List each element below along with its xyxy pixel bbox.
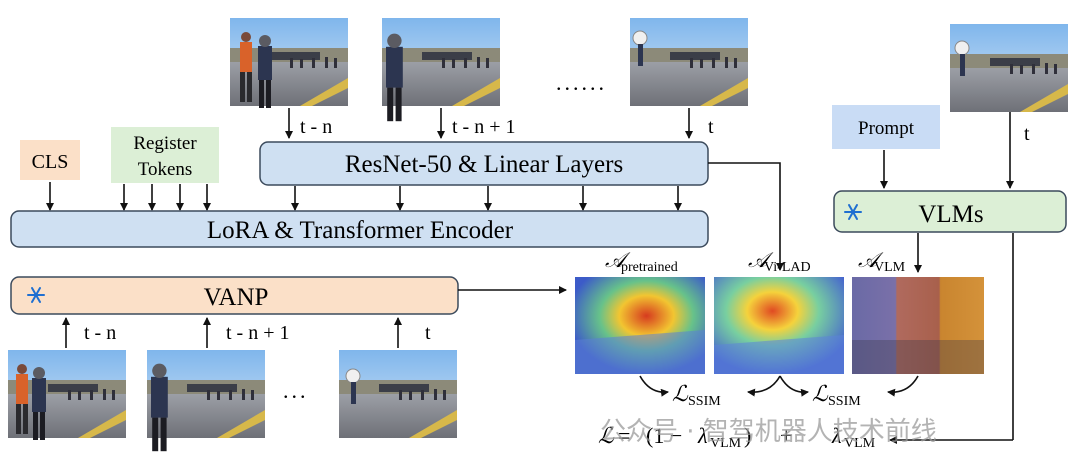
prompt-box: [832, 105, 940, 149]
svg-text:SSIM: SSIM: [688, 394, 721, 409]
cls-box: [20, 140, 80, 180]
prompt-label: Prompt: [858, 118, 915, 139]
register-tokens-line2: Tokens: [138, 159, 193, 180]
attention-map-pretrained: [575, 277, 705, 374]
top-frame-1: [230, 18, 348, 108]
top-dots: ......: [556, 70, 607, 95]
svg-text:): ): [744, 423, 751, 448]
svg-text:(1 −: (1 −: [646, 423, 682, 448]
watermark-text: 公众号 · 智驾机器人技术前线: [600, 417, 937, 447]
svg-text:VLM: VLM: [710, 436, 742, 451]
vanp-snowflake-icon: [27, 287, 45, 303]
register-tokens-line1: Register: [133, 133, 197, 154]
svg-text:VLM: VLM: [844, 436, 876, 451]
lora-label: LoRA & Transformer Encoder: [207, 217, 514, 244]
bottom-time-label-1: t - n: [84, 322, 116, 344]
cls-label: CLS: [32, 151, 69, 173]
resnet-label: ResNet-50 & Linear Layers: [345, 151, 623, 178]
svg-text:λ: λ: [831, 423, 842, 448]
top-time-label-1: t - n: [300, 116, 332, 138]
svg-text:pretrained: pretrained: [621, 260, 678, 275]
vanp-box: [10, 276, 459, 315]
svg-text:λ: λ: [697, 423, 708, 448]
top-time-label-3: t: [708, 116, 714, 138]
vanp-label: VANP: [204, 284, 269, 311]
bottom-dots: ...: [283, 378, 309, 403]
vlms-snowflake-icon: [844, 204, 862, 220]
bottom-frame-2: [147, 350, 265, 452]
svg-text:VLM: VLM: [874, 260, 906, 275]
lora-box: [10, 210, 709, 248]
register-tokens-box: [111, 127, 219, 183]
svg-text:+: +: [780, 423, 792, 448]
top-frame-3: [630, 18, 748, 106]
loss-ssim-left: ℒ SSIM: [672, 381, 721, 409]
bottom-frame-3: [339, 350, 457, 438]
top-frame-2: [382, 18, 500, 122]
attention-map-vilad: [714, 277, 844, 374]
right-time-label: t: [1024, 123, 1030, 145]
svg-text:=: =: [618, 423, 630, 448]
bottom-time-label-2: t - n + 1: [226, 322, 290, 344]
attention-map-vlm: [852, 277, 984, 374]
top-time-label-2: t - n + 1: [452, 116, 516, 138]
attention-map-label-vilad: 𝒜 Vi-LAD: [748, 248, 811, 275]
svg-text:ℒ: ℒ: [812, 381, 829, 406]
attention-map-label-vlm: 𝒜 VLM: [858, 248, 906, 275]
bottom-time-label-3: t: [425, 322, 431, 344]
svg-text:ℒ: ℒ: [598, 423, 615, 448]
total-loss-formula: ℒ = (1 − λ VLM ) + λ VLM: [598, 423, 876, 451]
svg-text:ℒ: ℒ: [672, 381, 689, 406]
vlms-label: VLMs: [918, 201, 983, 228]
loss-ssim-right: ℒ SSIM: [812, 381, 861, 409]
svg-text:Vi-LAD: Vi-LAD: [764, 260, 811, 275]
bottom-frame-1: [8, 350, 126, 440]
attention-map-label-pretrained: 𝒜 pretrained: [605, 248, 678, 275]
vlms-box: [833, 190, 1067, 233]
svg-text:SSIM: SSIM: [828, 394, 861, 409]
right-frame: [950, 24, 1068, 112]
